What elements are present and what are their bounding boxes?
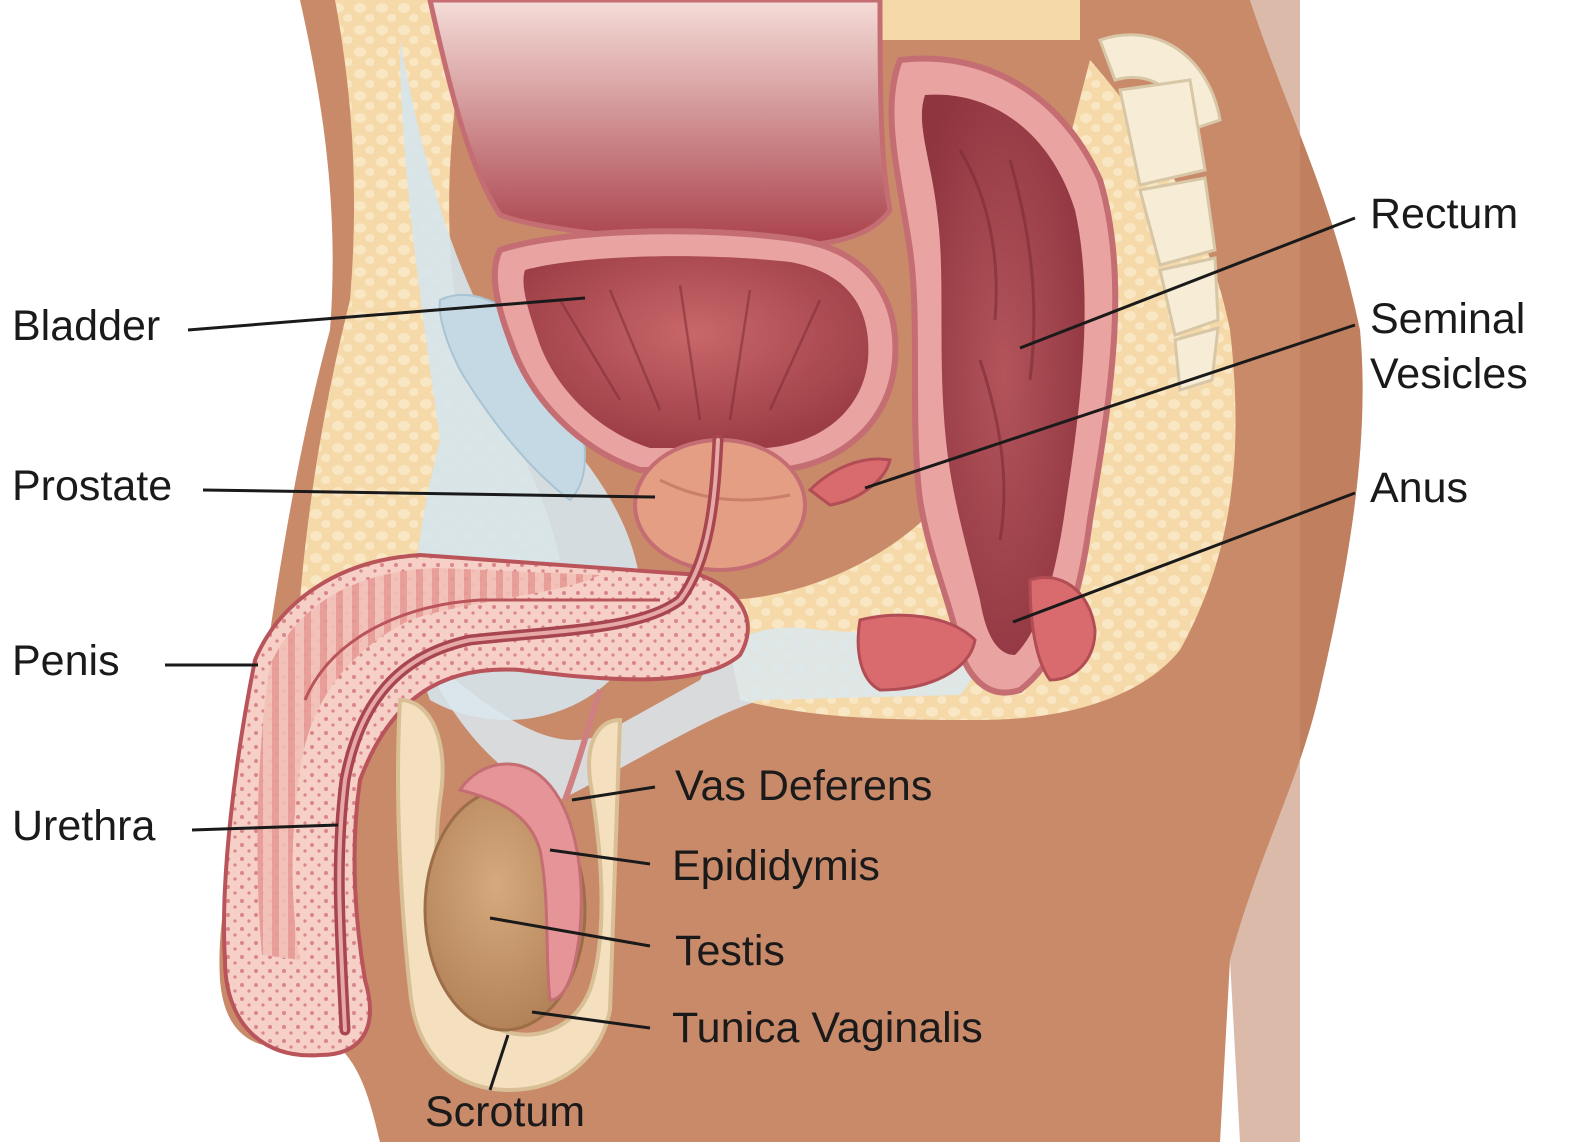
label-rectum: Rectum [1370,190,1518,238]
abdominal-cavity [430,0,890,246]
label-prostate: Prostate [12,462,172,510]
label-epididymis: Epididymis [672,842,880,890]
label-bladder: Bladder [12,302,160,350]
label-tunica-vaginalis: Tunica Vaginalis [672,1004,983,1052]
label-testis: Testis [675,927,785,975]
label-anus: Anus [1370,464,1468,512]
label-seminal-vesicles-line1: Seminal [1370,295,1525,343]
label-penis: Penis [12,637,120,685]
label-vas-deferens: Vas Deferens [675,762,932,810]
label-seminal-vesicles-line2: Vesicles [1370,350,1528,398]
label-scrotum: Scrotum [425,1088,585,1136]
label-urethra: Urethra [12,802,155,850]
